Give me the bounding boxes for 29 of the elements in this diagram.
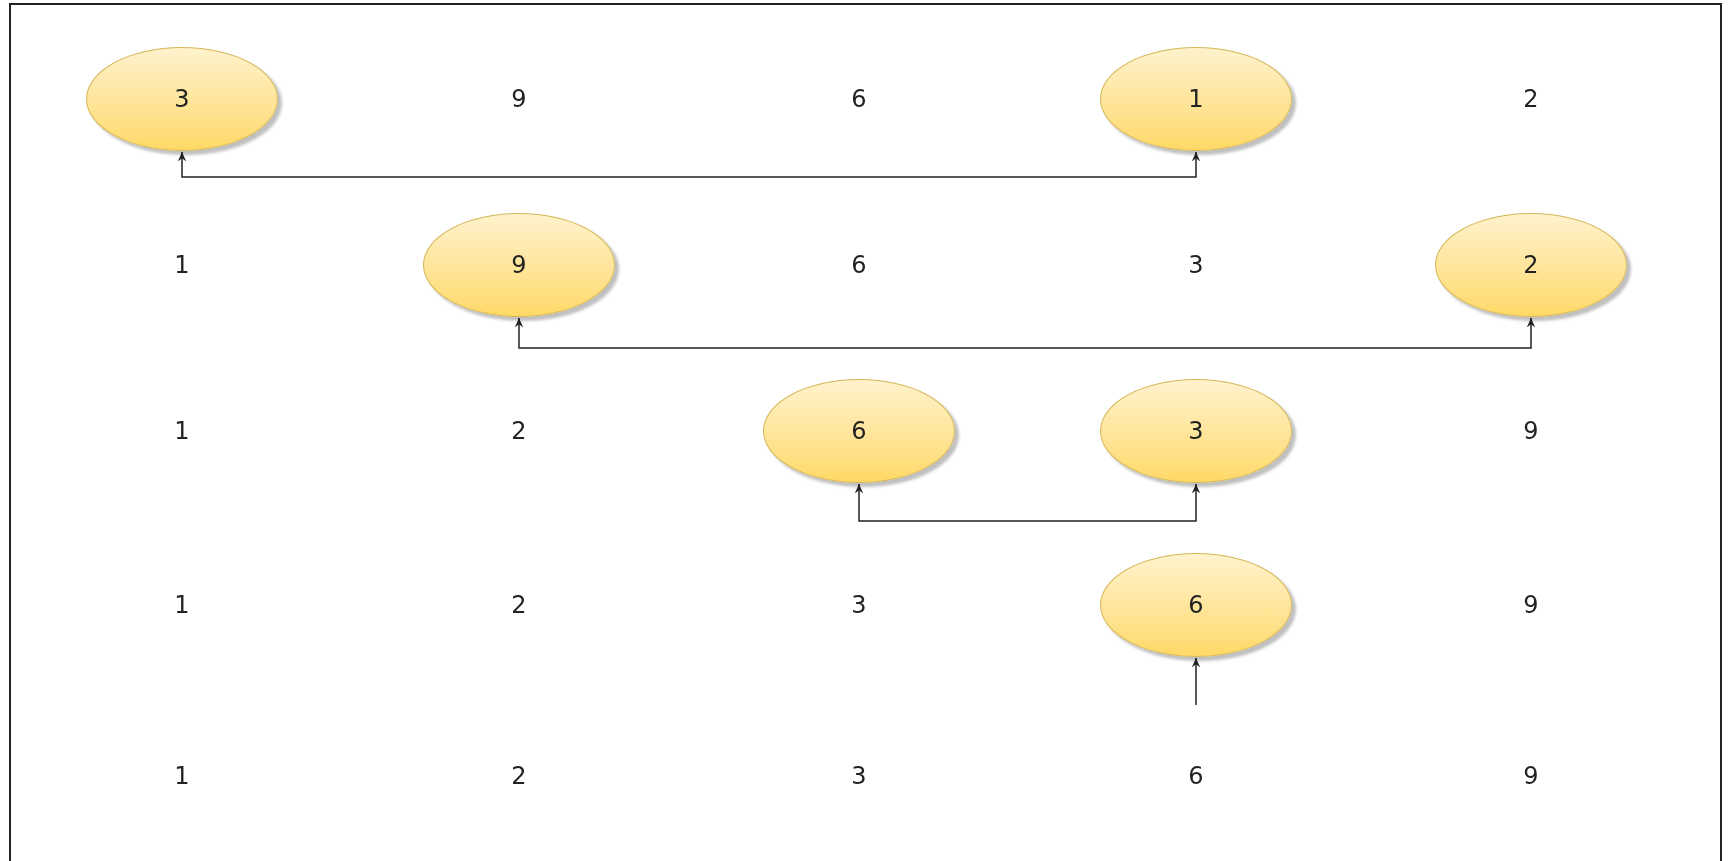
- number-text: 1: [174, 593, 190, 617]
- number-text: 6: [1188, 764, 1204, 788]
- number-circle: 3: [86, 47, 278, 151]
- number-circle: 2: [1435, 213, 1627, 317]
- number-text: 9: [1523, 593, 1539, 617]
- number-text: 2: [1523, 87, 1539, 111]
- number-text: 2: [511, 593, 527, 617]
- arrow: [1191, 657, 1201, 706]
- number-text: 9: [511, 87, 527, 111]
- number-circle: 9: [423, 213, 615, 317]
- number-circle: 3: [1100, 379, 1292, 483]
- number-text: 1: [174, 253, 190, 277]
- number-text: 3: [1188, 253, 1204, 277]
- number-text: 2: [511, 764, 527, 788]
- number-text: 6: [851, 253, 867, 277]
- number-text: 9: [1523, 419, 1539, 443]
- number-text: 3: [851, 764, 867, 788]
- number-circle: 6: [1100, 553, 1292, 657]
- arrow: [177, 151, 1201, 178]
- number-text: 1: [174, 419, 190, 443]
- number-text: 9: [1523, 764, 1539, 788]
- number-circle: 1: [1100, 47, 1292, 151]
- number-circle: 6: [763, 379, 955, 483]
- number-text: 2: [511, 419, 527, 443]
- number-text: 3: [851, 593, 867, 617]
- arrow: [854, 483, 1201, 522]
- number-text: 6: [851, 87, 867, 111]
- number-text: 1: [174, 764, 190, 788]
- arrow: [514, 317, 1536, 349]
